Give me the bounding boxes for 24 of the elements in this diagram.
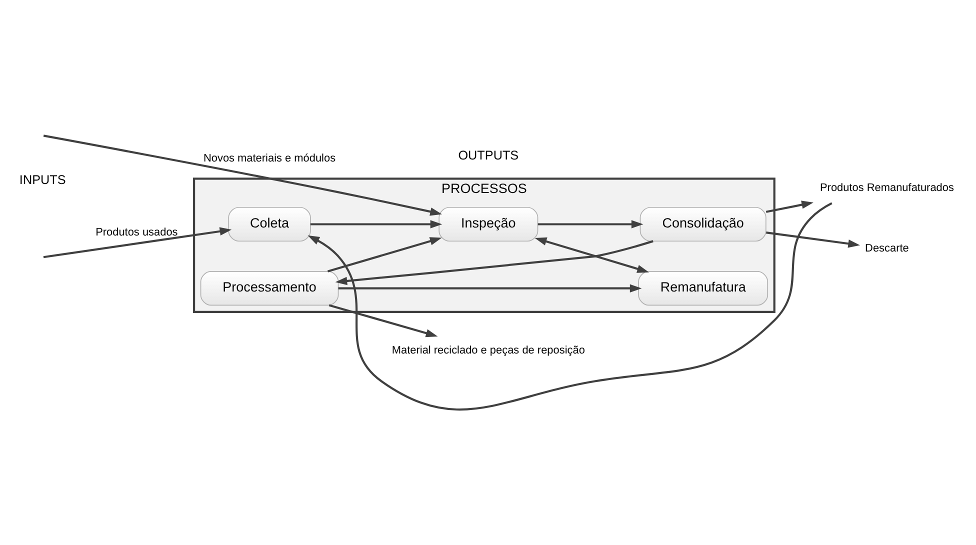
edge-label: Produtos usados (96, 226, 178, 239)
arrow (766, 232, 860, 248)
arrow (328, 304, 438, 338)
node-box: Coleta (228, 206, 311, 242)
arrow (310, 220, 442, 228)
arrow (335, 240, 654, 286)
node-text: Descarte (865, 242, 909, 255)
node-box: Inspeção (438, 206, 538, 242)
arrow (43, 134, 442, 216)
node-box: Remanufatura (638, 271, 768, 306)
arrow (534, 237, 650, 273)
node-box: Processamento (200, 271, 339, 306)
node-box: Consolidação (640, 206, 766, 242)
arrow (338, 284, 642, 292)
arrow (308, 202, 832, 410)
edge-label: Novos materiais e módulos (203, 152, 336, 164)
arrow (327, 237, 442, 272)
label: OUTPUTS (458, 148, 519, 163)
arrow (766, 200, 814, 213)
arrow (43, 227, 232, 258)
arrow (538, 220, 644, 228)
label: INPUTS (19, 173, 66, 188)
node-text: Material reciclado e peças de reposição (392, 344, 585, 357)
node-text: Produtos Remanufaturados (820, 182, 954, 194)
